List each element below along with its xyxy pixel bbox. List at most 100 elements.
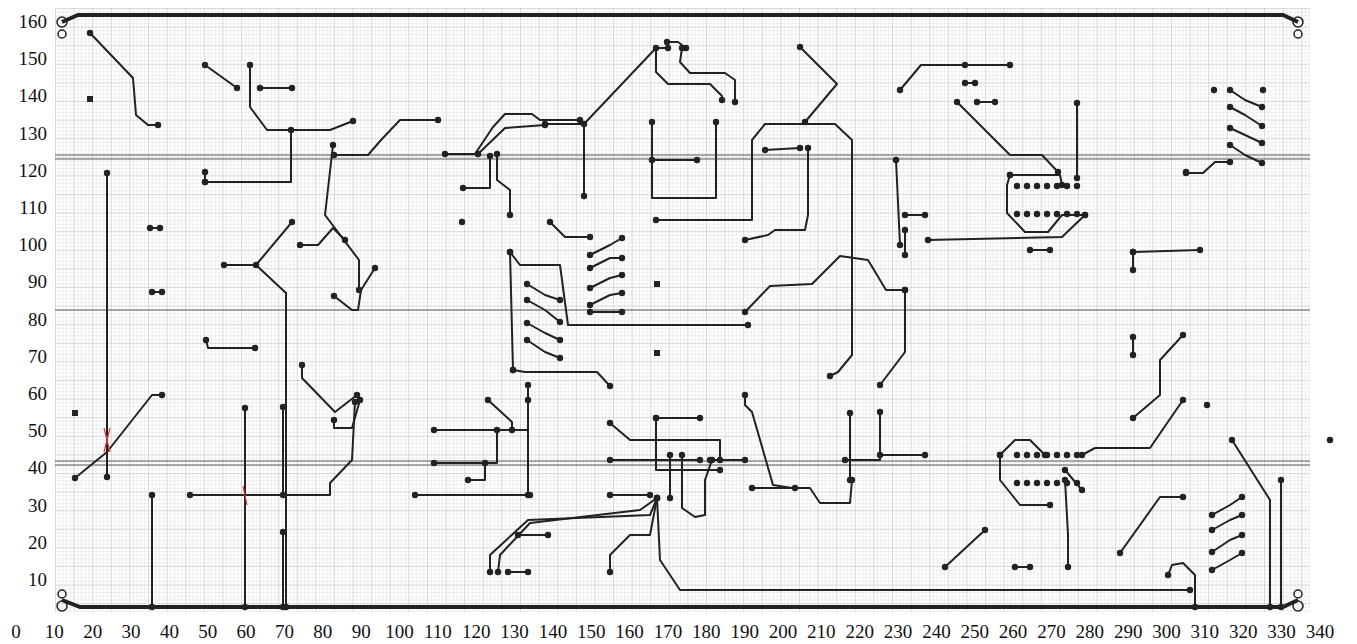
pad-dot	[1034, 211, 1040, 217]
copper-trace	[468, 463, 485, 480]
pad-dot	[1055, 169, 1061, 175]
pad-dot	[487, 153, 493, 159]
copper-trace	[151, 495, 153, 607]
axis-label: 80	[312, 622, 333, 642]
copper-trace	[1120, 497, 1183, 553]
pad-dot	[719, 97, 725, 103]
copper-trace	[1230, 145, 1262, 163]
pad-dot	[1180, 494, 1186, 500]
pad-dot	[495, 569, 501, 575]
pad-dot	[877, 452, 883, 458]
axis-label: 170	[653, 622, 684, 642]
pad-dot	[1197, 247, 1203, 253]
board-outline	[62, 15, 1298, 607]
axis-label: 150	[18, 49, 49, 69]
pad-dot	[1027, 247, 1033, 253]
pad-dot	[342, 237, 348, 243]
pad-dot	[982, 527, 988, 533]
axis-label: 290	[1113, 622, 1144, 642]
axis-label: 280	[1075, 622, 1106, 642]
pad-dot	[1082, 212, 1088, 218]
axis-label: 140	[18, 86, 49, 106]
traces	[75, 33, 1281, 607]
pad-dot	[1204, 402, 1210, 408]
pad-dot	[713, 119, 719, 125]
pad-dot	[524, 297, 530, 303]
pad-dot	[1064, 211, 1070, 217]
copper-trace	[896, 160, 900, 245]
pad-dot	[1044, 480, 1050, 486]
copper-trace	[325, 145, 359, 290]
pad-dot	[1047, 502, 1053, 508]
pad-dot	[974, 99, 980, 105]
copper-trace	[527, 284, 560, 300]
axis-label: 320	[1228, 622, 1259, 642]
pad-dot	[1259, 160, 1265, 166]
pad-dot	[1024, 183, 1030, 189]
pad-dot	[1130, 249, 1136, 255]
copper-trace	[928, 215, 1085, 240]
pad-dot	[707, 457, 713, 463]
pad-dot	[1260, 87, 1266, 93]
copper-trace	[682, 455, 712, 517]
copper-trace	[445, 114, 580, 154]
pad-dot	[487, 569, 493, 575]
copper-trace	[527, 323, 560, 340]
mounting-holes	[57, 17, 1303, 611]
pad-dot	[297, 242, 303, 248]
pad-dot	[647, 492, 653, 498]
pad-dot	[542, 121, 548, 127]
pads	[72, 30, 1333, 610]
pad-dot	[587, 234, 593, 240]
copper-trace	[656, 417, 700, 419]
pad-dot	[485, 397, 491, 403]
pad-dot	[1024, 211, 1030, 217]
pad-dot	[842, 457, 848, 463]
red-marks	[104, 428, 247, 505]
axis-label: 130	[18, 124, 49, 144]
copper-trace	[518, 534, 548, 536]
pad-dot	[525, 492, 531, 498]
axis-label: 230	[883, 622, 914, 642]
square-pads	[72, 96, 660, 416]
pad-dot	[1130, 249, 1136, 255]
pad-dot	[654, 495, 660, 501]
pad-dot	[1007, 62, 1013, 68]
pad-dot	[732, 99, 738, 105]
pad-dot	[509, 427, 515, 433]
pad-dot	[1278, 604, 1284, 610]
pad-dot	[1187, 587, 1193, 593]
copper-trace	[510, 252, 513, 370]
pad-dot	[431, 427, 437, 433]
axis-label: 40	[27, 458, 48, 478]
pad-dot	[547, 219, 553, 225]
pad-dot	[475, 151, 481, 157]
pad-dot	[1209, 567, 1215, 573]
copper-trace	[590, 275, 622, 288]
pad-dot	[1209, 512, 1215, 518]
pad-dot	[1239, 512, 1245, 518]
pad-dot	[679, 452, 685, 458]
pad-dot	[972, 80, 978, 86]
pad-dot	[412, 492, 418, 498]
copper-trace	[106, 173, 108, 477]
pad-dot	[607, 492, 613, 498]
pad-dot	[507, 249, 513, 255]
pad-dot	[1074, 183, 1080, 189]
pad-dot	[435, 117, 441, 123]
pad-dot	[283, 604, 289, 610]
pad-dot	[1082, 212, 1088, 218]
pad-dot	[460, 185, 466, 191]
pad-dot	[357, 397, 363, 403]
pad-dot	[72, 475, 78, 481]
pad-dot	[1209, 549, 1215, 555]
pad-dot	[1327, 437, 1333, 443]
pad-dot	[619, 309, 625, 315]
pad-dot	[1044, 183, 1050, 189]
pad-dot	[288, 127, 294, 133]
pad-dot	[992, 99, 998, 105]
pad-dot	[1130, 334, 1136, 340]
copper-trace	[1212, 535, 1242, 552]
copper-trace	[590, 238, 622, 255]
pad-dot	[1064, 480, 1070, 486]
